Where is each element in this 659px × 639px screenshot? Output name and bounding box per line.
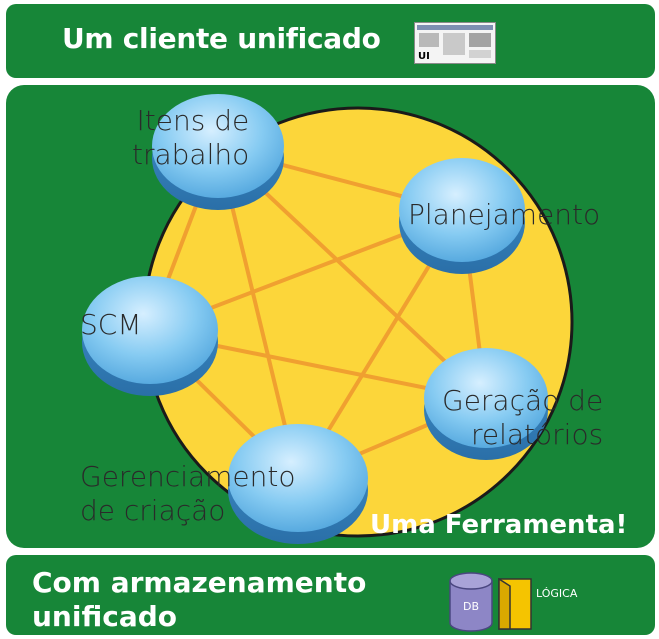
tagline: Uma Ferramenta! [370, 510, 628, 540]
node-label-reporting: Geração de relatórios [442, 384, 604, 451]
node-label-work-items: Itens de trabalho [132, 104, 250, 171]
node-build [228, 424, 368, 544]
node-work [152, 94, 284, 210]
header-bar [6, 4, 655, 78]
node-scm [82, 276, 218, 396]
node-label-build-management: Gerenciamento de criação [80, 460, 296, 527]
ui-thumbnail-icon: UI [414, 22, 496, 64]
db-label: DB [462, 600, 480, 613]
logic-label: LÓGICA [536, 587, 578, 600]
database-icon [449, 572, 493, 632]
node-label-planning: Planejamento [408, 198, 601, 231]
thumbnail-label: UI [418, 51, 430, 62]
node-report [424, 348, 548, 460]
node-plan [399, 158, 525, 274]
node-label-scm: SCM [80, 308, 142, 341]
footer-bar [6, 555, 655, 635]
header-title: Um cliente unificado [62, 22, 381, 55]
footer-title: Com armazenamento unificado [32, 566, 367, 633]
logic-book-icon [498, 578, 532, 630]
